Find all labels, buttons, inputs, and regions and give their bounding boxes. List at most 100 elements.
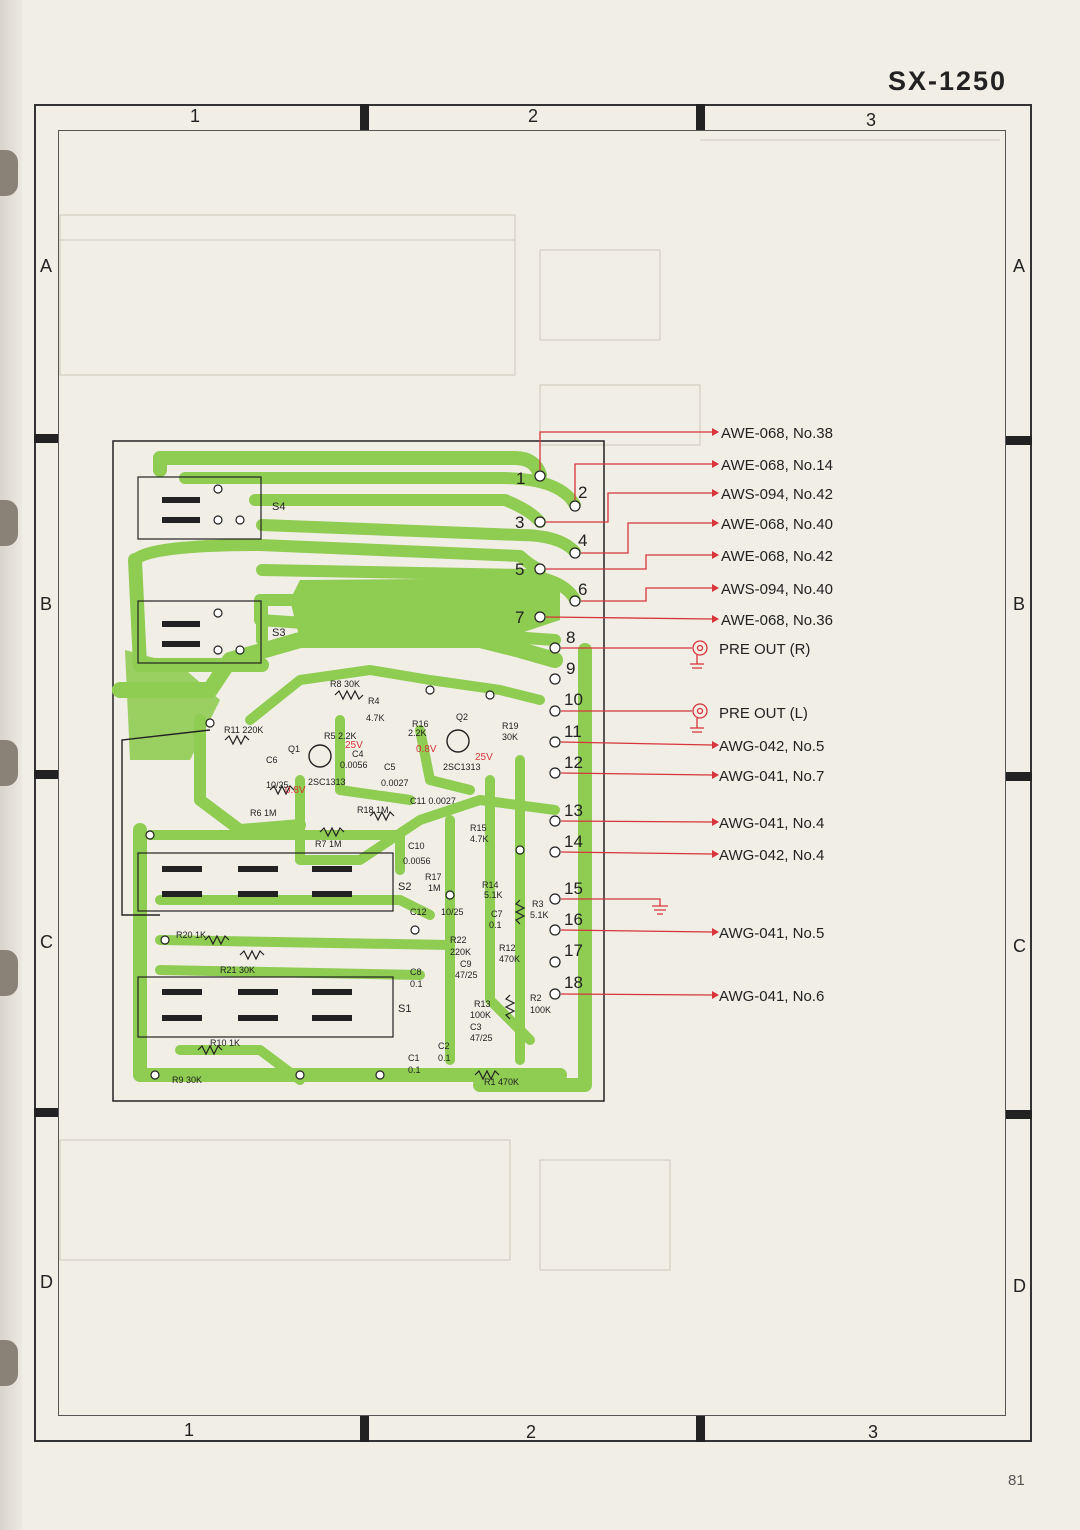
connection-label: AWE-068, No.40 (721, 516, 833, 533)
rca-jack-icon (690, 640, 708, 733)
component-label: Q1 (288, 744, 300, 754)
terminal-number: 13 (564, 801, 583, 820)
component-label: R16 (412, 719, 429, 729)
component-label: 4.7K (470, 834, 489, 844)
connection-labels: AWE-068, No.38 AWE-068, No.14 AWS-094, N… (719, 425, 833, 1005)
component-label: C6 (266, 755, 278, 765)
terminal-numbers: 1 2 3 4 5 6 7 8 9 10 11 12 13 14 15 16 1… (515, 469, 587, 992)
component-label: 30K (502, 732, 518, 742)
wire-arrowheads (712, 428, 719, 999)
component-label: 0.1 (489, 920, 502, 930)
column-label-top-3: 3 (866, 110, 877, 130)
component-label: 2.2K (408, 728, 427, 738)
terminal-number: 3 (515, 513, 524, 532)
component-label: 47/25 (455, 970, 478, 980)
terminal-number: 7 (515, 608, 524, 627)
terminal-number: 4 (578, 531, 587, 550)
terminal-number: 8 (566, 628, 575, 647)
connection-label: AWE-068, No.36 (721, 612, 833, 629)
connection-label: AWG-041, No.4 (719, 815, 824, 832)
component-label: R2 (530, 993, 542, 1003)
connection-label: AWE-068, No.42 (721, 548, 833, 565)
connection-label: AWG-042, No.5 (719, 738, 824, 755)
connection-label: AWE-068, No.38 (721, 425, 833, 442)
terminal-number: 5 (515, 560, 524, 579)
external-wiring (539, 431, 713, 996)
component-label: 0.1 (410, 979, 423, 989)
column-label-bottom-2: 2 (526, 1422, 537, 1442)
switch-outlines (137, 476, 394, 1038)
component-label: 5.1K (530, 910, 549, 920)
component-label: R7 1M (315, 839, 342, 849)
solder-pads (145, 470, 581, 1080)
row-label-right-b: B (1013, 594, 1026, 614)
component-label: 100K (470, 1010, 491, 1020)
component-label: R15 (470, 823, 487, 833)
jumper-wire (121, 729, 211, 916)
component-label: R12 (499, 943, 516, 953)
component-label: R8 30K (330, 679, 360, 689)
connection-label: PRE OUT (L) (719, 705, 808, 722)
component-label: 0.1 (438, 1053, 451, 1063)
column-label-bottom-3: 3 (868, 1422, 879, 1442)
component-label: C3 (470, 1022, 482, 1032)
ground-plane (290, 578, 560, 640)
terminal-number: 16 (564, 910, 583, 929)
voltage-label: 25V (345, 740, 363, 751)
voltage-label: 25V (475, 752, 493, 763)
row-label-left-a: A (40, 256, 53, 276)
component-label: R18 1M (357, 805, 389, 815)
row-label-left-c: C (40, 932, 53, 952)
ground-icon (561, 898, 668, 915)
binder-edge (0, 0, 22, 1530)
row-label-right-a: A (1013, 256, 1026, 276)
component-label: C1 (408, 1053, 420, 1063)
component-label: R11 220K (224, 725, 263, 735)
component-label: R22 (450, 935, 467, 945)
component-label: 5.1K (484, 890, 503, 900)
component-label: R20 1K (176, 930, 206, 940)
connection-label: PRE OUT (R) (719, 641, 810, 658)
binder-hole (0, 740, 18, 786)
terminal-number: 1 (516, 469, 525, 488)
zone-ticks (34, 104, 1032, 1442)
component-label: 47/25 (470, 1033, 493, 1043)
switch-label: S2 (398, 881, 411, 893)
switch-label: S1 (398, 1003, 411, 1015)
component-label: R17 (425, 872, 442, 882)
component-label: C4 (352, 749, 364, 759)
connection-label: AWG-041, No.5 (719, 925, 824, 942)
switch-labels: S4 S3 S2 S1 (272, 501, 411, 1015)
component-label: 100K (530, 1005, 551, 1015)
component-label: C9 (460, 959, 472, 969)
component-label: R4 (368, 696, 380, 706)
component-label: 0.0056 (403, 856, 431, 866)
terminal-number: 15 (564, 879, 583, 898)
component-label: C11 0.0027 (410, 796, 456, 806)
component-label: 0.0056 (340, 760, 368, 770)
row-label-right-d: D (1013, 1276, 1026, 1296)
component-label: R3 (532, 899, 544, 909)
binder-hole (0, 950, 18, 996)
component-label: C12 (410, 907, 427, 917)
connection-label: AWS-094, No.40 (721, 581, 833, 598)
component-label: R6 1M (250, 808, 277, 818)
terminal-number: 12 (564, 753, 583, 772)
component-label: C10 (408, 841, 425, 851)
voltage-label: 0.8V (285, 785, 306, 796)
pcb-outline (112, 440, 605, 1102)
connection-label: AWS-094, No.42 (721, 486, 833, 503)
row-label-left-b: B (40, 594, 53, 614)
component-label: 0.0027 (381, 778, 409, 788)
transistor-q1 (308, 744, 332, 768)
component-label: C5 (384, 762, 396, 772)
component-label: 470K (499, 954, 520, 964)
component-label: 0.1 (408, 1065, 421, 1075)
switch-contacts (162, 497, 352, 1021)
terminal-number: 9 (566, 659, 575, 678)
component-label: Q2 (456, 712, 468, 722)
component-label: R19 (502, 721, 519, 731)
terminal-number: 11 (564, 722, 582, 741)
binder-hole (0, 500, 18, 546)
column-label-top-2: 2 (528, 106, 539, 126)
